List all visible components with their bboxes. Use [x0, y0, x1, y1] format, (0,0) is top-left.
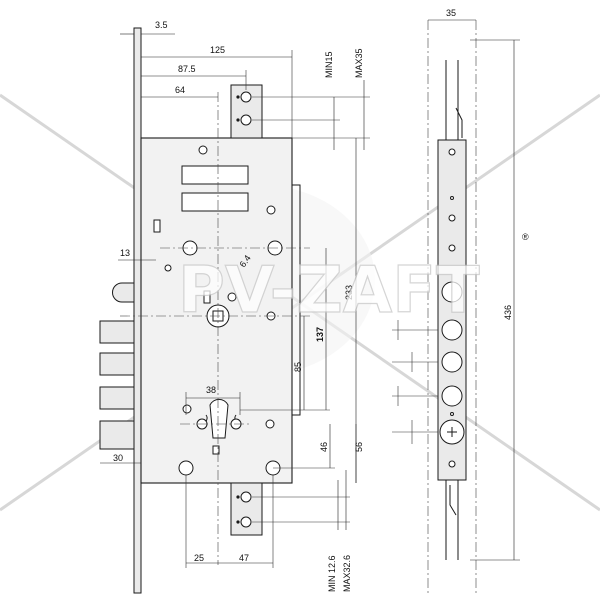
side-screw-hole: [450, 412, 454, 416]
cylinder-cam: [212, 445, 220, 455]
dim-plate-thickness: 3.5: [155, 20, 168, 30]
dim-hole-offset-large: 87.5: [178, 64, 196, 74]
latch-pin: [227, 292, 237, 302]
dim-to-lower-hole: 46: [319, 442, 329, 452]
watermark: PV-ZAFT ®: [177, 232, 529, 329]
dim-body-width: 125: [210, 45, 225, 55]
lower-slot: [181, 192, 249, 212]
registered-mark: ®: [522, 232, 529, 242]
side-bolt: [441, 385, 463, 407]
dim-bolt-projection: 30: [113, 453, 123, 463]
side-screw-hole: [448, 148, 456, 156]
dim-total-height: 436: [503, 305, 513, 320]
side-bolt: [441, 351, 463, 373]
dim-spindle-to-cylinder: 85: [293, 362, 303, 372]
dim-side-width: 35: [446, 8, 456, 18]
dim-min-bottom: MIN 12.6: [327, 555, 337, 592]
screw-hole: [266, 205, 276, 215]
cylinder-cutout: [209, 398, 229, 439]
watermark-brand: PV-ZAFT: [178, 254, 480, 328]
side-bolt: [441, 319, 463, 341]
dim-max-bottom: MAX32.6: [342, 555, 352, 592]
top-bracket-hole: [240, 114, 252, 126]
side-screw-hole: [448, 214, 456, 222]
front-view: [99, 27, 370, 594]
side-screw-hole: [448, 460, 456, 468]
bottom-bracket-hole: [240, 516, 252, 528]
bolt: [99, 386, 135, 410]
mount-hole: [178, 460, 194, 476]
side-dimension-labels: 35 436: [446, 8, 513, 320]
latch-slot: [203, 290, 211, 304]
screw-hole: [164, 264, 172, 272]
dim-to-bottom: 56: [354, 442, 364, 452]
dim-body-height: 233: [344, 285, 354, 300]
bolt: [99, 420, 135, 450]
dim-spindle-offset: 13: [120, 248, 130, 258]
dim-bottom-right: 47: [239, 553, 249, 563]
dim-min-top: MIN15: [324, 51, 334, 78]
side-view: [392, 19, 520, 595]
small-part: [153, 219, 161, 233]
screw-hole: [182, 404, 192, 414]
dim-hole-offset-small: 64: [175, 85, 185, 95]
dim-max-top: MAX35: [354, 48, 364, 78]
bottom-bracket-hole: [240, 491, 252, 503]
upper-slot: [181, 165, 249, 185]
bolts: [99, 282, 135, 450]
screw-hole: [265, 419, 275, 429]
side-latch-bolt: [441, 281, 463, 303]
dim-cylinder-width: 38: [206, 385, 216, 395]
dim-to-bolt: 137: [315, 327, 325, 342]
bolt: [99, 320, 135, 344]
bolt: [99, 352, 135, 376]
top-bracket-hole: [240, 91, 252, 103]
screw-hole: [198, 145, 208, 155]
latch-bolt: [112, 282, 135, 303]
side-screw-hole: [448, 244, 456, 252]
faceplate: [133, 27, 142, 594]
side-screw-hole: [450, 196, 454, 200]
front-dimension-labels: 3.5 125 87.5 64 MIN15 MAX35 13 6.4 233 1…: [113, 20, 364, 592]
dim-bottom-left: 25: [194, 553, 204, 563]
